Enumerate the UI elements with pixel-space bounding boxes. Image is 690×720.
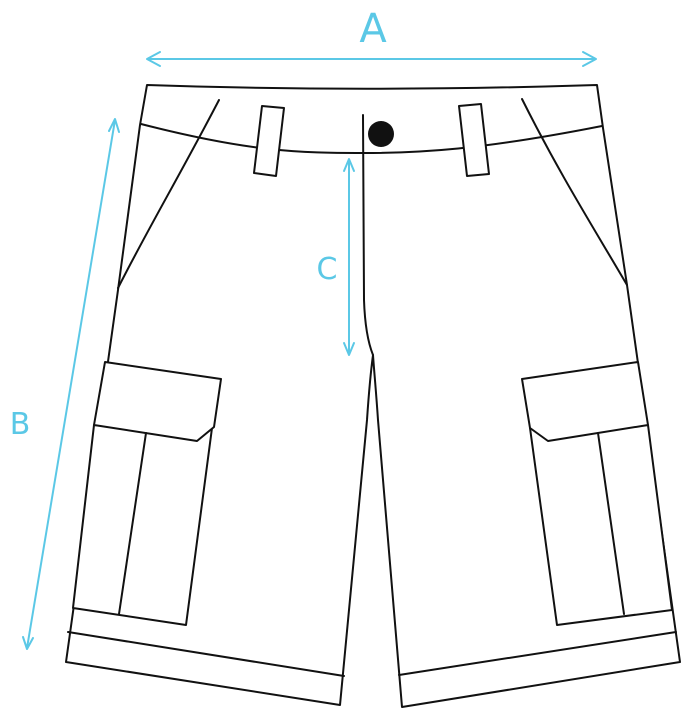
waist-button (368, 121, 394, 147)
dimension-a-arrow-left (146, 51, 161, 67)
hem-cuff-right (398, 631, 677, 676)
cargo-pocket-right-pleat (597, 432, 625, 615)
cargo-pocket-left-flap (93, 361, 222, 442)
dimension-b-arrow-top (108, 118, 120, 133)
dimension-markers: A B C (10, 6, 597, 650)
dimension-b: B (10, 118, 120, 650)
belt-loop-left (253, 105, 285, 177)
fly-seam (362, 114, 374, 356)
shorts-drawing (65, 84, 681, 708)
dimension-b-label: B (10, 407, 31, 442)
side-pocket-left (117, 99, 220, 289)
cargo-pocket-left (72, 361, 222, 626)
side-pocket-right (521, 98, 628, 286)
hem-cuff-left (67, 631, 345, 677)
cargo-pocket-right (521, 361, 673, 626)
dimension-b-arrow-bottom (22, 636, 34, 650)
dimension-c-arrow-top (343, 158, 355, 172)
dimension-a: A (146, 6, 597, 67)
dimension-c: C (317, 158, 355, 356)
dimension-c-label: C (317, 252, 338, 287)
dimension-a-label: A (359, 6, 387, 52)
dimension-c-arrow-bottom (343, 342, 355, 356)
cargo-pocket-left-pleat (118, 432, 147, 615)
belt-loop-right (458, 103, 490, 177)
shorts-outline (65, 84, 681, 708)
dimension-a-arrow-right (582, 51, 597, 67)
dimension-b-line (26, 119, 116, 649)
